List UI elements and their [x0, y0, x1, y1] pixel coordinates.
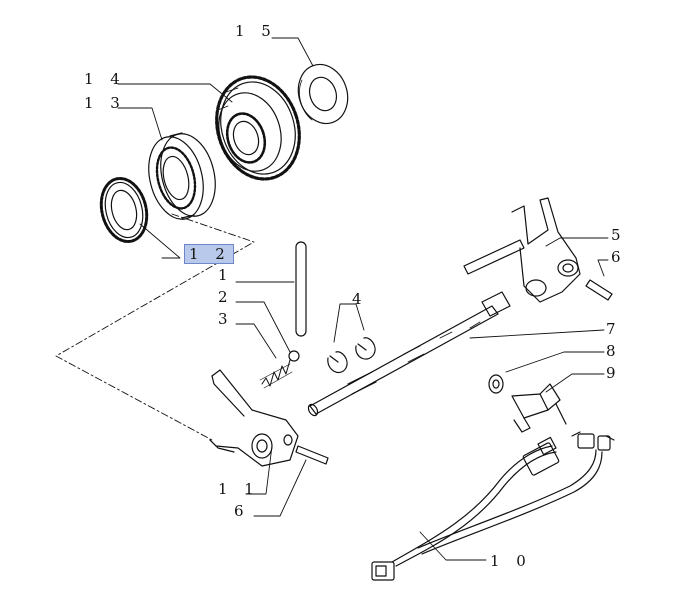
- callout-14[interactable]: 1 4: [84, 70, 126, 88]
- callout-15[interactable]: 1 5: [235, 22, 277, 40]
- callout-6-upper[interactable]: 6: [611, 248, 627, 266]
- part-3-spring: [259, 359, 293, 389]
- part-15-washer: [297, 63, 349, 125]
- callout-5[interactable]: 5: [611, 226, 627, 244]
- part-14-gear: [215, 75, 301, 181]
- callout-9[interactable]: 9: [606, 364, 622, 382]
- part-6-pins: [295, 279, 613, 465]
- part-7-shaft: [307, 291, 511, 417]
- callout-13[interactable]: 1 3: [84, 94, 126, 112]
- callout-8[interactable]: 8: [606, 342, 622, 360]
- part-12-ring: [99, 176, 149, 244]
- callout-4[interactable]: 4: [352, 290, 368, 308]
- part-11-fork: [209, 369, 299, 467]
- part-8-washer: [488, 374, 504, 394]
- part-2-ball: [288, 350, 300, 362]
- part-9-switch: [511, 383, 567, 433]
- callout-6-lower[interactable]: 6: [234, 502, 250, 520]
- part-10-harness: [371, 431, 615, 581]
- part-1-rod: [295, 241, 307, 337]
- callout-10[interactable]: 1 0: [490, 552, 532, 570]
- callout-1[interactable]: 1: [218, 266, 234, 284]
- assembly-dashdot-line: [55, 213, 255, 441]
- callout-2[interactable]: 2: [218, 288, 234, 306]
- part-5-upper-fork: [463, 197, 581, 303]
- leader-lines: [117, 37, 609, 561]
- callout-7[interactable]: 7: [606, 320, 622, 338]
- callout-11[interactable]: 1 1: [218, 480, 260, 498]
- callout-3[interactable]: 3: [218, 310, 234, 328]
- part-4-clips: [327, 337, 376, 373]
- part-13-sleeve: [148, 132, 216, 220]
- callout-12-selected[interactable]: 1 2: [184, 244, 234, 264]
